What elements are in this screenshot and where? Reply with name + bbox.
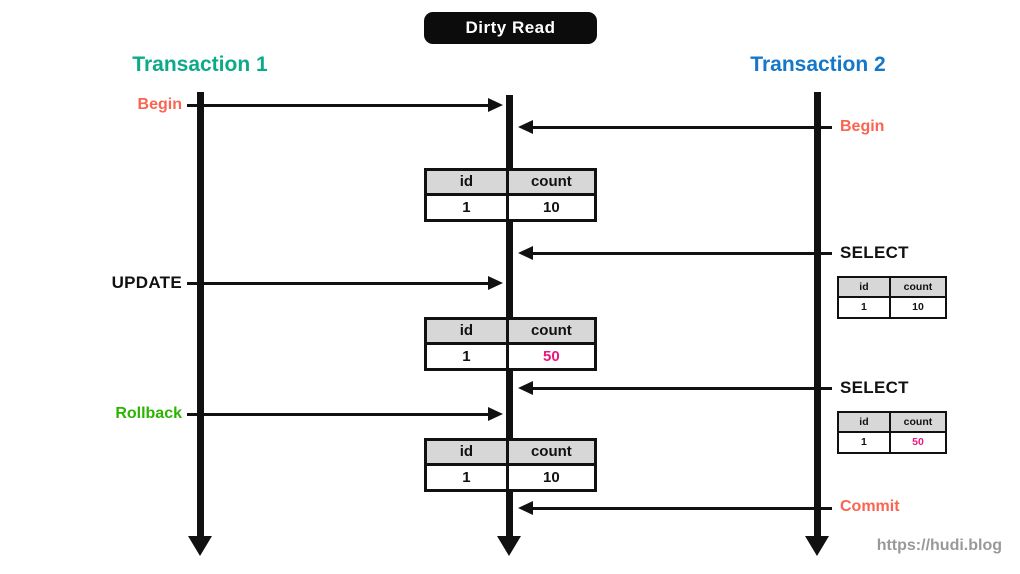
header-cell-id: id	[427, 171, 509, 193]
timeline-database	[506, 95, 513, 538]
value-cell-id: 1	[839, 298, 891, 317]
arrow-select2-t2	[533, 387, 832, 390]
value-cell-count: 10	[912, 301, 924, 313]
arrow-left-icon	[518, 501, 533, 515]
header-cell-count: count	[530, 173, 572, 190]
label-commit-t2: Commit	[840, 498, 900, 515]
watermark-url: https://hudi.blog	[876, 537, 1002, 554]
arrow-down-icon	[497, 536, 521, 556]
header-cell-count: count	[903, 281, 933, 293]
arrow-down-icon	[805, 536, 829, 556]
arrow-left-icon	[518, 381, 533, 395]
timeline-transaction1	[197, 92, 204, 538]
value-cell-count-dirty: 50	[543, 348, 560, 365]
label-begin-t2: Begin	[840, 118, 885, 135]
value-cell-count: 10	[543, 469, 560, 486]
header-cell-id: id	[427, 320, 509, 342]
title-badge: Dirty Read	[424, 12, 597, 44]
arrow-update-t1	[187, 282, 488, 285]
arrow-right-icon	[488, 98, 503, 112]
header-cell-count: count	[903, 416, 933, 428]
label-select1-t2: SELECT	[840, 243, 909, 262]
header-cell-id: id	[839, 278, 891, 296]
value-cell-id: 1	[427, 345, 509, 368]
transaction1-heading: Transaction 1	[132, 53, 268, 76]
select-result-table-2: id count 1 50	[837, 411, 947, 454]
header-cell-id: id	[427, 441, 509, 463]
arrow-begin-t1	[187, 104, 488, 107]
value-cell-id: 1	[427, 466, 509, 489]
arrow-rollback-t1	[187, 413, 488, 416]
value-cell-count-dirty: 50	[912, 436, 924, 448]
header-cell-count: count	[530, 322, 572, 339]
timeline-transaction2	[814, 92, 821, 538]
header-cell-id: id	[839, 413, 891, 431]
db-table-after-rollback: id count 1 10	[424, 438, 597, 492]
value-cell-count: 10	[543, 199, 560, 216]
db-table-updated-uncommitted: id count 1 50	[424, 317, 597, 371]
arrow-begin-t2	[533, 126, 832, 129]
arrow-right-icon	[488, 407, 503, 421]
label-update-t1: UPDATE	[111, 273, 182, 292]
arrow-commit-t2	[533, 507, 832, 510]
transaction2-heading: Transaction 2	[750, 53, 886, 76]
arrow-down-icon	[188, 536, 212, 556]
value-cell-id: 1	[427, 196, 509, 219]
arrow-left-icon	[518, 120, 533, 134]
value-cell-id: 1	[839, 433, 891, 452]
arrow-right-icon	[488, 276, 503, 290]
select-result-table-1: id count 1 10	[837, 276, 947, 319]
label-rollback-t1: Rollback	[115, 405, 182, 422]
header-cell-count: count	[530, 443, 572, 460]
db-table-initial: id count 1 10	[424, 168, 597, 222]
label-begin-t1: Begin	[137, 96, 182, 113]
label-select2-t2: SELECT	[840, 378, 909, 397]
arrow-left-icon	[518, 246, 533, 260]
arrow-select1-t2	[533, 252, 832, 255]
